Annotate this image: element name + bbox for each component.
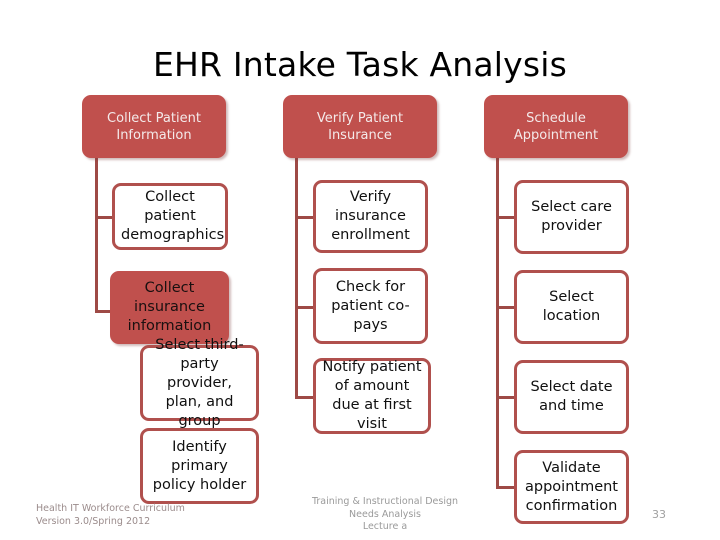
node-label: Collect insurance information (127, 280, 212, 334)
connector-stub-col3-child4 (496, 486, 514, 489)
node-label: Collect Patient Information (107, 110, 201, 143)
connector-stub-col3-child3 (496, 396, 514, 399)
task-node-collect-patient-demographics[interactable]: Collect patient demographics (112, 183, 228, 250)
connector-stub-col2-child3 (295, 396, 313, 399)
connector-stub-col1-child1 (95, 216, 113, 219)
footer-course: Training & Instructional Design Needs An… (250, 496, 520, 534)
task-node-validate-appointment-confirmation[interactable]: Validate appointment confirmation (514, 450, 629, 524)
task-node-select-care-provider[interactable]: Select care provider (514, 180, 629, 254)
page-title: EHR Intake Task Analysis (152, 45, 568, 84)
task-node-collect-insurance-information[interactable]: Collect insurance information (110, 271, 229, 344)
node-label: Check for patient co-pays (331, 278, 410, 333)
node-label: Collect patient demographics (121, 189, 225, 243)
task-node-notify-patient-amount-due[interactable]: Notify patient of amount due at first vi… (313, 358, 431, 434)
node-label: Identify primary policy holder (152, 438, 247, 493)
task-node-check-patient-copays[interactable]: Check for patient co-pays (313, 268, 428, 344)
task-header-schedule-appointment[interactable]: Schedule Appointment (484, 95, 628, 158)
footer-curriculum: Health IT Workforce Curriculum Version 3… (36, 503, 185, 528)
footer-curriculum-line2: Version 3.0/Spring 2012 (36, 515, 151, 527)
node-label: Notify patient of amount due at first vi… (322, 359, 422, 432)
connector-stub-col2-child2 (295, 306, 313, 309)
connector-vertical-col2 (295, 158, 298, 398)
footer-course-line1: Training & Instructional Design (311, 496, 459, 507)
footer-curriculum-line1: Health IT Workforce Curriculum (36, 503, 185, 514)
connector-stub-col2-child1 (295, 216, 313, 219)
task-node-select-location[interactable]: Select location (514, 270, 629, 344)
task-header-verify-patient-insurance[interactable]: Verify Patient Insurance (283, 95, 437, 158)
footer-course-line2: Needs Analysis (349, 508, 421, 520)
node-label: Verify insurance enrollment (331, 189, 410, 243)
node-label: Verify Patient Insurance (316, 110, 404, 143)
node-label: Select location (542, 289, 601, 324)
task-header-collect-patient-information[interactable]: Collect Patient Information (82, 95, 226, 158)
footer-course-line3: Lecture a (362, 521, 408, 532)
node-label: Schedule Appointment (513, 110, 599, 143)
node-label: Select date and time (530, 379, 613, 414)
connector-vertical-col3 (496, 158, 499, 488)
connector-stub-col1-child2 (95, 310, 113, 313)
task-node-verify-insurance-enrollment[interactable]: Verify insurance enrollment (313, 180, 428, 253)
node-label: Validate appointment confirmation (525, 459, 618, 514)
task-node-identify-primary-policy-holder[interactable]: Identify primary policy holder (140, 428, 259, 504)
node-label: Select third-party provider, plan, and g… (155, 336, 244, 429)
connector-stub-col3-child1 (496, 216, 514, 219)
task-node-select-date-and-time[interactable]: Select date and time (514, 360, 629, 434)
connector-vertical-col1 (95, 158, 98, 313)
node-label: Select care provider (531, 199, 612, 234)
task-node-select-third-party-provider[interactable]: Select third-party provider, plan, and g… (140, 337, 259, 429)
connector-stub-col3-child2 (496, 306, 514, 309)
slide-page-number: 33 (652, 508, 666, 521)
